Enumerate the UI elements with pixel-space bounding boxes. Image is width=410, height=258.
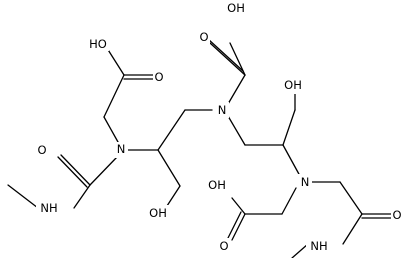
hydroxyl-label: OH — [149, 206, 167, 220]
bond — [282, 144, 301, 177]
bond — [231, 213, 246, 241]
bond — [60, 154, 91, 186]
carbonyl-oxygen-label: O — [199, 30, 208, 44]
bond — [157, 109, 186, 151]
bond — [282, 109, 296, 146]
bond — [7, 184, 39, 209]
carbonyl-oxygen-label: O — [219, 239, 228, 253]
bond — [281, 187, 297, 215]
bond — [157, 149, 181, 187]
hydroxyl-label: OH — [208, 178, 226, 192]
amine-nitrogen-label: N — [301, 175, 310, 189]
carbonyl-oxygen-label: O — [154, 70, 163, 84]
bond — [103, 74, 125, 118]
bond — [227, 74, 246, 105]
bond-lines — [7, 38, 393, 258]
bond — [339, 181, 363, 215]
bond — [291, 243, 309, 258]
bond — [231, 197, 246, 215]
bond — [209, 42, 246, 76]
hydroxyl-label: OH — [227, 1, 245, 15]
amide-nh-label: NH — [40, 201, 57, 215]
amide-oxygen-label: O — [392, 208, 401, 222]
bond — [207, 38, 244, 72]
amine-nitrogen-label: N — [117, 142, 126, 156]
amide-oxygen-label: O — [37, 143, 46, 157]
bond — [89, 156, 118, 186]
amine-nitrogen-label: N — [218, 103, 227, 117]
bond — [342, 213, 363, 245]
bond — [57, 156, 88, 188]
amide-nh-label: NH — [310, 239, 327, 253]
bond — [103, 116, 119, 143]
hydroxyl-label: HO — [89, 37, 107, 51]
bond — [227, 115, 246, 146]
bond — [227, 211, 242, 239]
hydroxyl-label: OH — [284, 78, 302, 92]
bond — [73, 184, 91, 209]
atom-labels: HO O O OH OH N N N O NH OH OH O O NH — [36, 0, 403, 254]
